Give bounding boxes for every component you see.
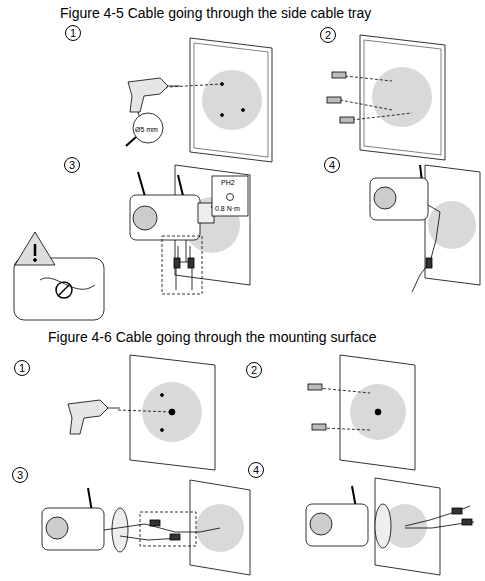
step-number-circle: 3 — [64, 157, 80, 173]
camera — [42, 508, 104, 550]
annotation: 0.8 N·m — [215, 205, 240, 212]
figure-caption: Figure 4-6 Cable going through the mount… — [48, 330, 376, 344]
wall — [190, 480, 250, 575]
step-number: 3 — [17, 470, 23, 481]
step-number-circle: 1 — [14, 360, 30, 376]
drill — [128, 78, 168, 112]
wall — [425, 165, 480, 285]
step-number: 1 — [70, 28, 76, 39]
step-number-circle: 4 — [324, 157, 340, 173]
step-number: 2 — [251, 365, 257, 376]
wall — [130, 355, 215, 470]
step-number: 2 — [325, 30, 331, 41]
camera — [306, 504, 368, 546]
annotation: PH2 — [221, 179, 235, 186]
camera — [370, 178, 428, 220]
anchor — [332, 72, 346, 78]
wall — [375, 478, 440, 575]
tool-box — [212, 176, 248, 216]
step-number: 4 — [329, 160, 335, 171]
drill — [68, 400, 108, 434]
step-number-circle: 2 — [320, 27, 336, 43]
warning-sign — [15, 232, 55, 265]
detail-frame — [140, 512, 196, 546]
step-number: 3 — [69, 160, 75, 171]
detail-frame — [162, 236, 202, 294]
step-number-circle: 1 — [65, 25, 81, 41]
anchor — [308, 384, 322, 390]
warning-panel — [14, 258, 104, 320]
wall — [340, 355, 415, 470]
wall — [360, 35, 445, 160]
magnifier — [133, 113, 163, 143]
camera — [130, 195, 200, 240]
step-number: 4 — [253, 465, 259, 476]
step-number: 1 — [19, 363, 25, 374]
wall — [190, 38, 272, 162]
step-number-circle: 3 — [12, 467, 28, 483]
annotation: Ø5 mm — [135, 126, 158, 133]
step-number-circle: 4 — [248, 462, 264, 478]
mount-area — [202, 70, 262, 130]
figure-caption: Figure 4-5 Cable going through the side … — [60, 6, 371, 20]
step-number-circle: 2 — [246, 362, 262, 378]
